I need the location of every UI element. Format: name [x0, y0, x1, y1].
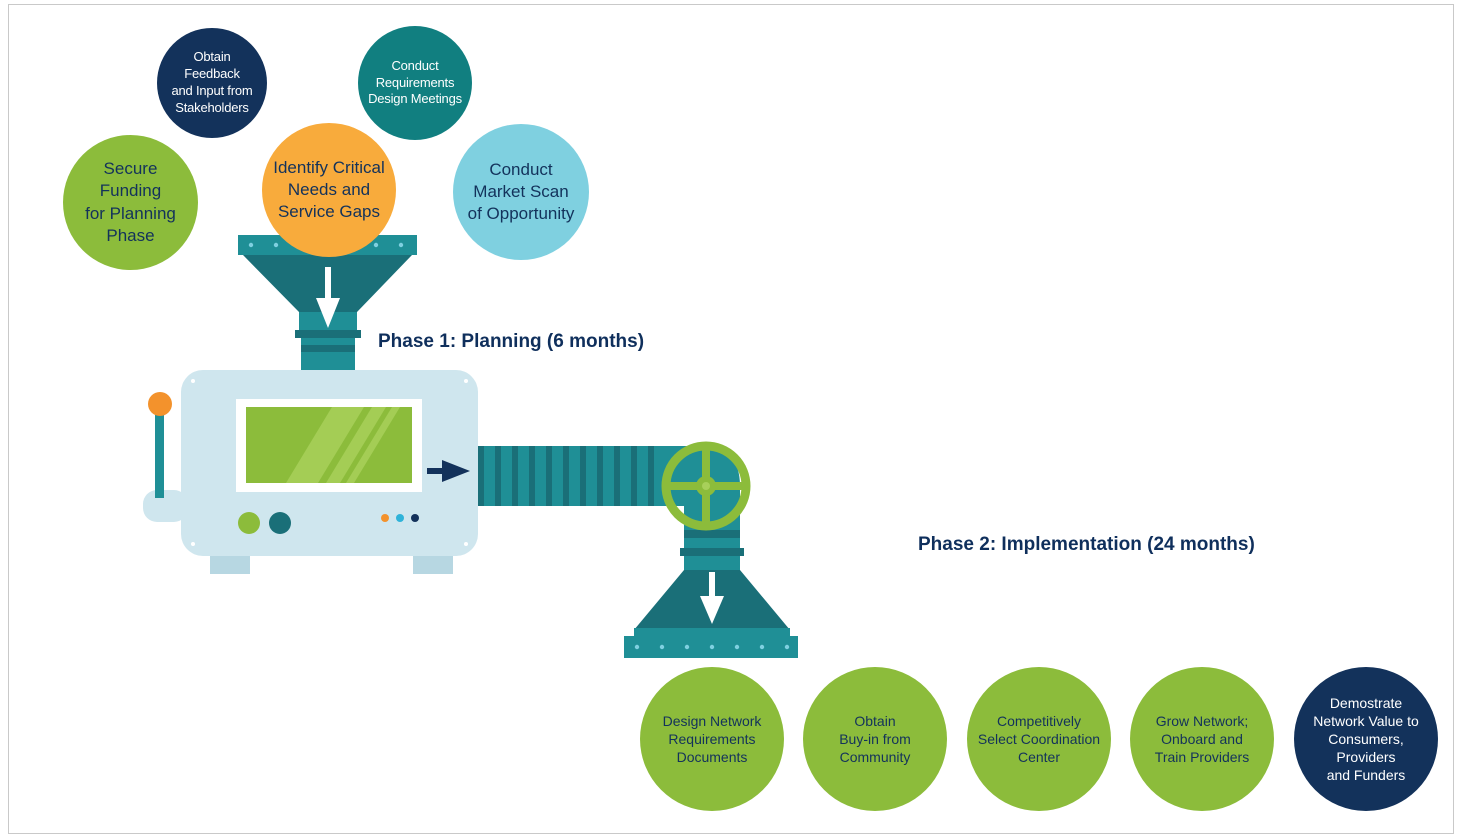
step-grow-network: Grow Network; Onboard and Train Provider… — [1130, 667, 1274, 811]
step-market-scan: Conduct Market Scan of Opportunity — [453, 124, 589, 260]
step-identify-needs: Identify Critical Needs and Service Gaps — [262, 123, 396, 257]
machine-body — [181, 370, 478, 574]
step-conduct-requirements: Conduct Requirements Design Meetings — [358, 26, 472, 140]
valve-wheel-icon — [661, 441, 751, 531]
step-design-network: Design Network Requirements Documents — [640, 667, 784, 811]
step-demonstrate-value: Demostrate Network Value to Consumers, P… — [1294, 667, 1438, 811]
step-secure-funding: Secure Funding for Planning Phase — [63, 135, 198, 270]
arrow-icon — [316, 267, 340, 328]
step-obtain-buy-in: Obtain Buy-in from Community — [803, 667, 947, 811]
phase1-label: Phase 1: Planning (6 months) — [378, 331, 645, 352]
corrugated-pipe — [478, 446, 744, 570]
step-select-coordination: Competitively Select Coordination Center — [967, 667, 1111, 811]
arrow-icon — [427, 460, 470, 482]
phase2-label: Phase 2: Implementation (24 months) — [918, 534, 1255, 555]
arrow-icon — [700, 572, 724, 624]
step-obtain-feedback: Obtain Feedback and Input from Stakehold… — [157, 28, 267, 138]
lever-icon — [143, 392, 188, 522]
